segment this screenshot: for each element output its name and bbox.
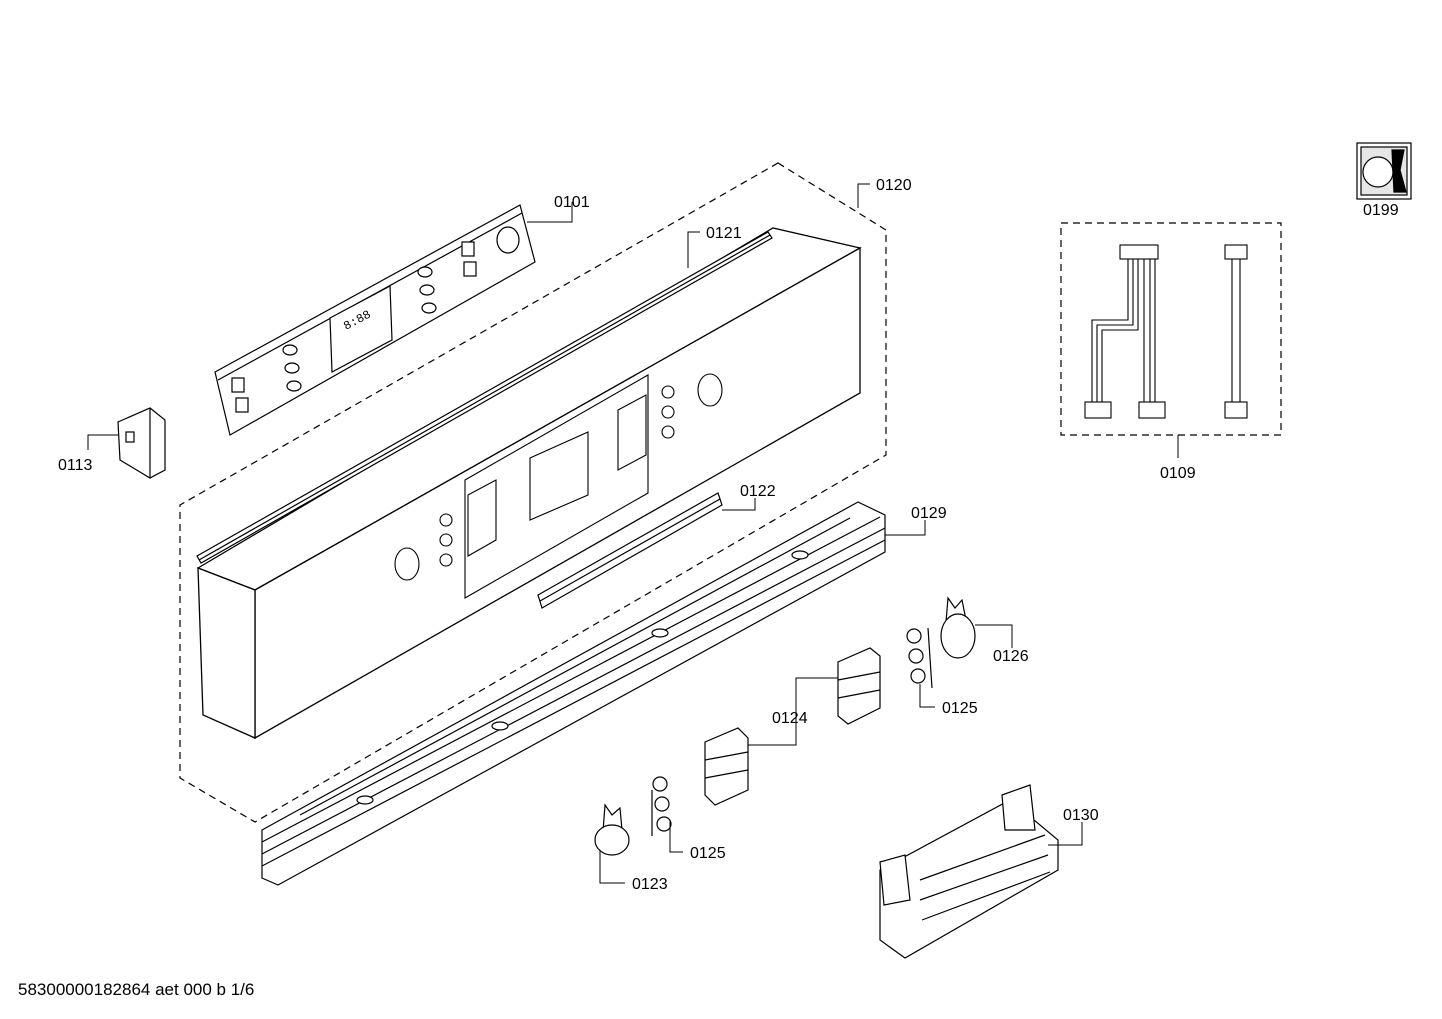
cover-0130: [879, 784, 1059, 959]
handle-strip-0122: [537, 492, 723, 609]
leader-0125a: [669, 820, 683, 853]
harness-connector: [1224, 401, 1248, 419]
fascia-button-hole: [661, 425, 675, 439]
leader-0130: [1048, 822, 1083, 846]
assembly-outline-0120: [179, 162, 887, 823]
fascia-cutouts: [394, 373, 723, 599]
buttons-0125-lower: [651, 776, 672, 836]
leader-0123: [599, 850, 625, 884]
leader-0120: [857, 183, 870, 208]
wiring-harness-0109: [1084, 244, 1248, 419]
label-0113: 0113: [58, 457, 93, 474]
leader-0129: [885, 520, 926, 536]
electronic-module-0101: [214, 204, 536, 436]
fascia-button-hole: [439, 513, 453, 527]
label-0126: 0126: [993, 648, 1029, 665]
part-labels: 0101 0109 0113 0120 0121 0122 0123 0124 …: [58, 177, 1399, 893]
fascia-main-window: [464, 374, 649, 599]
fascia-display-window: [529, 431, 589, 521]
button-frame-0124-upper: [837, 647, 881, 725]
label-0109: 0109: [1160, 465, 1196, 482]
harness-connector: [1084, 401, 1112, 419]
buttons-0125-upper: [906, 627, 933, 689]
leader-0125b: [919, 684, 935, 708]
fascia-button-hole: [439, 533, 453, 547]
leader-0113: [87, 434, 118, 450]
fascia-knob-hole-right: [697, 373, 723, 407]
leader-lines: [87, 183, 1179, 884]
fascia-knob-hole-left: [394, 547, 420, 581]
label-0124: 0124: [772, 710, 808, 727]
leader-0124: [748, 677, 838, 746]
tool-icon-0199: [1356, 142, 1412, 200]
harness-connector: [1224, 244, 1248, 260]
control-panel-fascia: [196, 227, 862, 740]
label-0125-upper: 0125: [942, 700, 978, 717]
knob-0123: [594, 803, 630, 856]
label-0120: 0120: [876, 177, 912, 194]
fascia-left-face: [197, 567, 256, 739]
leader-0126: [975, 624, 1013, 648]
label-0123: 0123: [632, 876, 668, 893]
leader-0122: [722, 498, 756, 511]
label-0129: 0129: [911, 505, 947, 522]
fascia-button-hole: [439, 553, 453, 567]
module-knob-mount: [496, 226, 520, 254]
fascia-right-bay: [617, 394, 647, 471]
leader-0121: [687, 231, 700, 268]
harness-connector: [1138, 401, 1166, 419]
label-0125-lower: 0125: [690, 845, 726, 862]
document-code: 58300000182864 aet 000 b 1/6: [18, 980, 255, 999]
knob-0126: [940, 596, 976, 659]
fascia-button-hole: [661, 385, 675, 399]
label-0101: 0101: [554, 194, 590, 211]
label-0199: 0199: [1363, 202, 1399, 219]
label-0121: 0121: [706, 225, 742, 242]
fascia-left-bay: [467, 479, 497, 557]
label-0130: 0130: [1063, 807, 1099, 824]
harness-connector: [1119, 244, 1159, 260]
label-0122: 0122: [740, 483, 776, 500]
trim-strip-0121: [196, 231, 773, 564]
fascia-button-hole: [661, 405, 675, 419]
harness-outline-0109: [1060, 222, 1282, 436]
leader-0101: [527, 202, 573, 223]
clip-0113: [117, 407, 166, 479]
bottom-rail-0129: [261, 501, 886, 886]
module-display: [329, 285, 393, 373]
button-frame-0124-lower: [704, 727, 749, 806]
